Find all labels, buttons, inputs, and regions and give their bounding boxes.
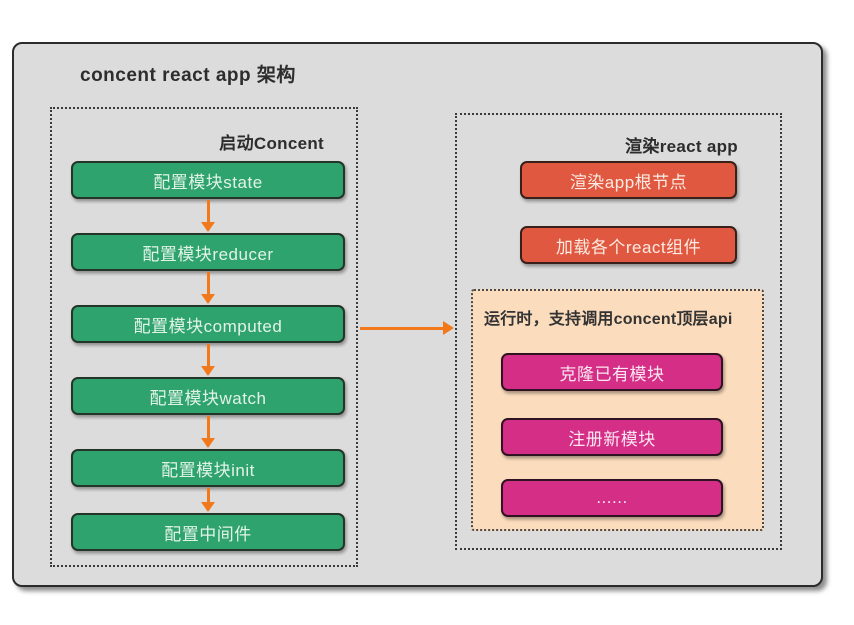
- api-clone-module: 克隆已有模块: [501, 353, 723, 391]
- api-register-module: 注册新模块: [501, 418, 723, 456]
- step-config-init: 配置模块init: [71, 449, 345, 487]
- step-config-computed: 配置模块computed: [71, 305, 345, 343]
- render-react-panel: 渲染react app 渲染app根节点 加载各个react组件 运行时，支持调…: [455, 113, 782, 550]
- step-config-watch: 配置模块watch: [71, 377, 345, 415]
- runtime-api-panel: 运行时，支持调用concent顶层api 克隆已有模块 注册新模块 ......: [471, 289, 764, 531]
- step-render-root: 渲染app根节点: [520, 161, 737, 199]
- render-react-header: 渲染react app: [625, 137, 738, 156]
- down-arrow-icon: [201, 200, 215, 232]
- boot-concent-panel: 启动Concent 配置模块state 配置模块reducer 配置模块comp…: [50, 107, 358, 567]
- down-arrow-icon: [201, 416, 215, 448]
- right-arrow-icon: [360, 321, 454, 335]
- down-arrow-icon: [201, 344, 215, 376]
- diagram-title: concent react app 架构: [80, 65, 296, 86]
- step-config-state: 配置模块state: [71, 161, 345, 199]
- step-config-middleware: 配置中间件: [71, 513, 345, 551]
- api-more-ellipsis: ......: [501, 479, 723, 517]
- down-arrow-icon: [201, 272, 215, 304]
- step-load-components: 加载各个react组件: [520, 226, 737, 264]
- down-arrow-icon: [201, 488, 215, 512]
- architecture-container: concent react app 架构 启动Concent 配置模块state…: [12, 42, 823, 587]
- runtime-api-title: 运行时，支持调用concent顶层api: [484, 311, 733, 328]
- step-config-reducer: 配置模块reducer: [71, 233, 345, 271]
- boot-concent-header: 启动Concent: [219, 134, 324, 153]
